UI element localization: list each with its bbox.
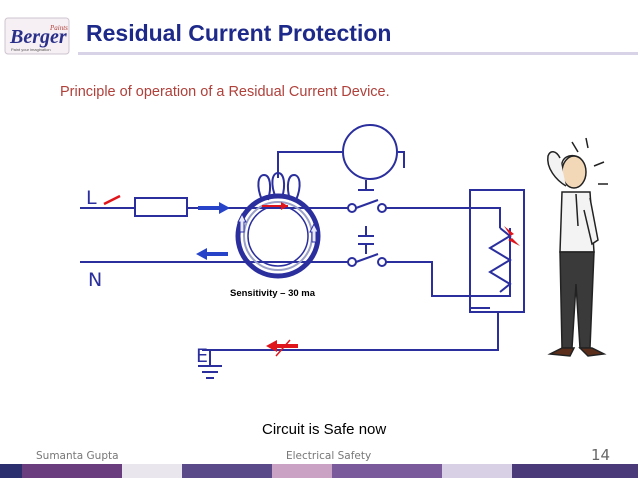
- berger-logo: Berger Paints Paint your imagination: [4, 14, 70, 58]
- earth-symbol: [198, 350, 222, 379]
- man-head: [561, 155, 587, 189]
- load-heater-coil: [488, 227, 512, 293]
- title-underline: [78, 52, 638, 55]
- flux-arrow-top-head: [281, 202, 288, 210]
- earth-wire: [202, 312, 499, 351]
- sensitivity-label: Sensitivity – 30 ma: [230, 288, 316, 299]
- sense-coil-loop-1: [257, 173, 272, 201]
- load-feed: [470, 207, 501, 228]
- flux-arrow-left: [237, 212, 247, 233]
- label-line: L: [86, 187, 97, 209]
- earth-leakage-tick: [275, 339, 291, 357]
- switch-contact-l-right: [377, 203, 387, 213]
- switch-blade-n: [355, 253, 379, 263]
- sense-coil-loop-3: [286, 173, 301, 201]
- man-raised-arm: [547, 151, 567, 187]
- slide-title: Residual Current Protection: [86, 20, 392, 46]
- fault-spark-icon: [504, 226, 520, 246]
- fuse: [134, 197, 188, 217]
- label-earth: E: [196, 345, 208, 367]
- switch-contact-l-left: [347, 203, 357, 213]
- slide-subtitle: Principle of operation of a Residual Cur…: [60, 84, 390, 100]
- flux-arrow-right: [309, 222, 319, 243]
- line-current-tick: [103, 194, 121, 206]
- logo-sub: Paints: [49, 24, 68, 32]
- man-trousers: [559, 251, 595, 349]
- switch-contact-n-right: [377, 257, 387, 267]
- toroid-core-ring: [247, 205, 309, 267]
- trip-linkage-mid: [358, 226, 374, 254]
- trip-coil-lead-left: [277, 151, 342, 178]
- switch-blade-l: [355, 199, 379, 209]
- trip-relay: [342, 124, 398, 180]
- toroid-core-outer: [235, 193, 321, 279]
- switch-contact-n-left: [347, 257, 357, 267]
- trip-linkage-top: [358, 180, 374, 191]
- page-number: 14: [591, 446, 611, 464]
- footer-author: Sumanta Gupta: [36, 450, 119, 462]
- line-wire-right: [386, 207, 490, 309]
- footer-color-bar: [0, 464, 638, 478]
- sense-coil-loop-2: [271, 171, 286, 199]
- trip-coil-lead-right: [398, 151, 405, 168]
- man-lowered-arm: [583, 197, 599, 246]
- logo-wordmark: Berger: [9, 26, 67, 48]
- neutral-current-arrow-head: [196, 248, 207, 260]
- earth-leakage-arrow-head: [266, 340, 277, 352]
- status-caption: Circuit is Safe now: [262, 421, 387, 438]
- man-shoes: [547, 347, 607, 357]
- logo-tagline: Paint your imagination: [11, 47, 51, 52]
- footer-topic: Electrical Safety: [286, 450, 372, 462]
- line-current-arrow-head: [219, 202, 230, 214]
- label-neutral: N: [88, 269, 102, 291]
- toroid-core-inner: [243, 201, 313, 271]
- confusion-lines: [571, 137, 608, 185]
- neutral-wire-right: [386, 228, 511, 297]
- confused-man-illustration: [547, 137, 608, 357]
